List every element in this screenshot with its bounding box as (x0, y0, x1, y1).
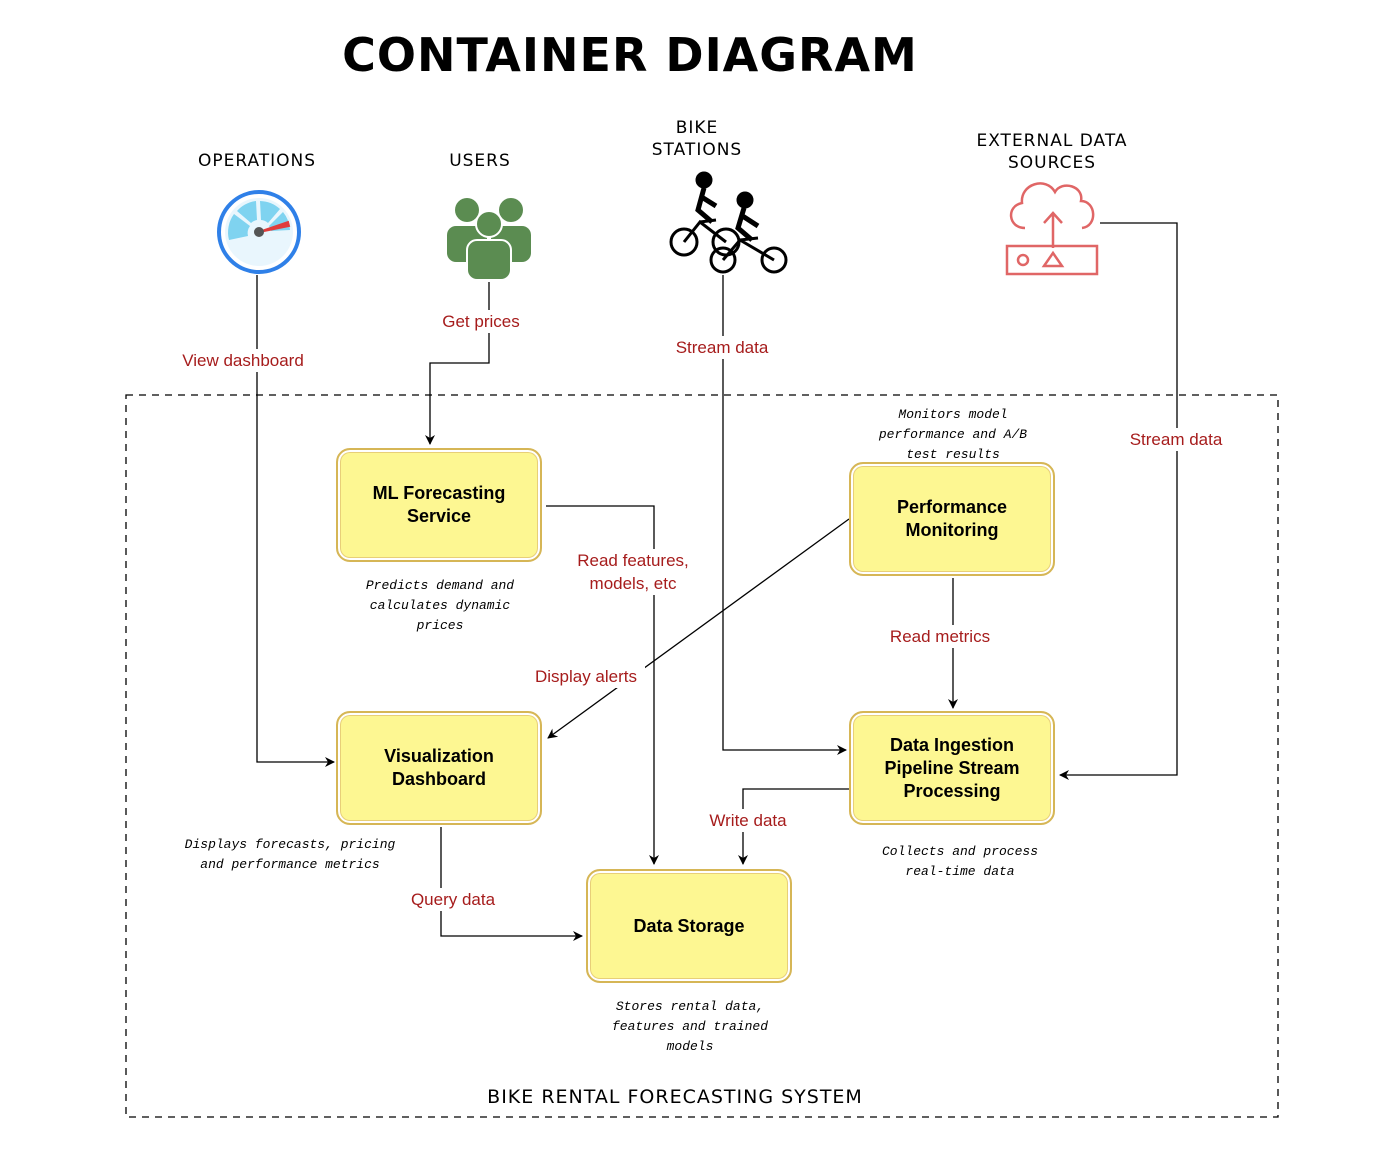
actor-bike-stations-label: BIKE STATIONS (651, 118, 743, 160)
edge-write-data (738, 788, 849, 865)
visualization-dashboard-description: Displays forecasts, pricing and performa… (184, 837, 396, 872)
ml-forecasting-description: Predicts demand and calculates dynamic p… (365, 578, 515, 633)
edge-label-view-dashboard: View dashboard (173, 349, 313, 372)
actor-operations-label: OPERATIONS (197, 151, 317, 171)
edge-label-read-features: Read features, models, etc (566, 549, 700, 595)
edge-label-write-data: Write data (700, 809, 796, 832)
edge-display-alerts (547, 518, 850, 739)
edge-view-dashboard (256, 275, 335, 767)
data-storage[interactable]: Data Storage (586, 869, 792, 983)
edge-label-get-prices: Get prices (432, 310, 530, 333)
system-boundary (125, 394, 1279, 1118)
edge-label-read-metrics: Read metrics (882, 625, 998, 648)
system-boundary-label: BIKE RENTAL FORECASTING SYSTEM (440, 1086, 910, 1108)
diagram-title: CONTAINER DIAGRAM (342, 28, 918, 82)
actor-users-label: USERS (449, 151, 511, 171)
edge-get-prices (425, 282, 490, 445)
performance-monitoring[interactable]: Performance Monitoring (849, 462, 1055, 576)
gauge-icon (217, 190, 301, 274)
edge-label-query-data: Query data (403, 888, 503, 911)
ml-forecasting-service[interactable]: ML Forecasting Service (336, 448, 542, 562)
users-icon (447, 198, 531, 281)
cloud-upload-icon (1005, 182, 1099, 276)
performance-monitoring-description: Monitors model performance and A/B test … (878, 407, 1028, 462)
edge-stream-stations (722, 275, 847, 755)
edge-label-stream-data-stations: Stream data (668, 336, 776, 359)
visualization-dashboard[interactable]: Visualization Dashboard (336, 711, 542, 825)
cyclists-icon (669, 171, 788, 274)
edge-label-display-alerts: Display alerts (527, 665, 645, 688)
edge-stream-external (1059, 222, 1178, 780)
data-ingestion-pipeline[interactable]: Data Ingestion Pipeline Stream Processin… (849, 711, 1055, 825)
edge-query-data (440, 827, 583, 941)
edge-label-stream-data-external: Stream data (1122, 428, 1230, 451)
actor-external-label: EXTERNAL DATA SOURCES (976, 131, 1128, 173)
edge-read-features (546, 505, 659, 865)
data-storage-description: Stores rental data, features and trained… (611, 999, 769, 1054)
data-ingestion-description: Collects and process real-time data (881, 844, 1039, 879)
